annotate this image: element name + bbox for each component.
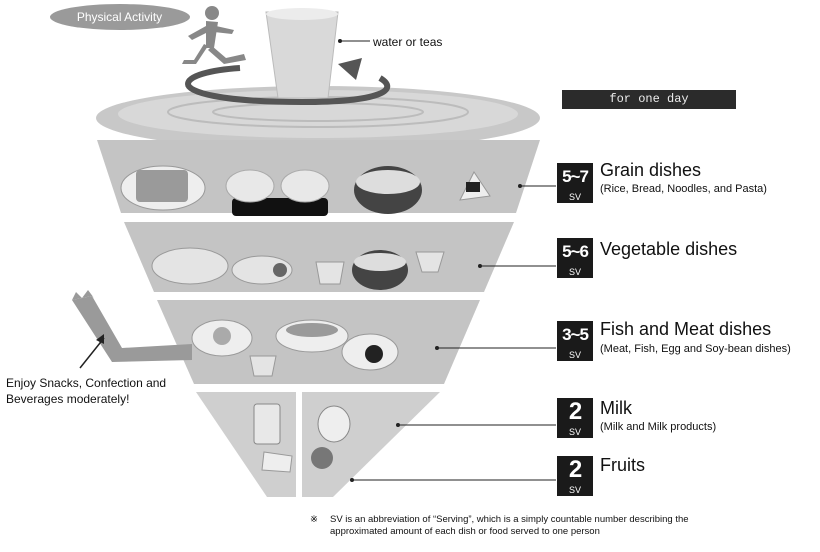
milk-detail: (Milk and Milk products) [600, 421, 716, 433]
fruits-servings-badge: 2 SV [557, 456, 593, 496]
water-label: water or teas [373, 35, 442, 49]
grain-servings-badge: 5~7 SV [557, 163, 593, 203]
fish-meat-servings-badge: 3~5 SV [557, 321, 593, 361]
fruits-band [302, 392, 440, 497]
vegetable-servings: 5~6 [557, 239, 593, 265]
grain-title: Grain dishes [600, 160, 701, 181]
milk-title: Milk [600, 398, 632, 419]
for-one-day-badge: for one day [562, 90, 736, 109]
milk-sv-unit: SV [557, 427, 593, 437]
milk-band [196, 392, 296, 497]
fish-meat-servings: 3~5 [557, 322, 593, 348]
footnote-mark: ※ [310, 514, 318, 526]
milk-servings: 2 [557, 399, 593, 425]
fruits-sv-unit: SV [557, 485, 593, 495]
fish-meat-sv-unit: SV [557, 350, 593, 360]
water-glass-icon [266, 12, 338, 98]
vegetable-title: Vegetable dishes [600, 239, 737, 260]
grain-servings: 5~7 [557, 164, 593, 190]
grain-detail: (Rice, Bread, Noodles, and Pasta) [600, 183, 767, 195]
milk-servings-badge: 2 SV [557, 398, 593, 438]
fruits-servings: 2 [557, 457, 593, 483]
fruits-title: Fruits [600, 455, 645, 476]
vegetable-sv-unit: SV [557, 267, 593, 277]
fish-meat-title: Fish and Meat dishes [600, 319, 771, 340]
snacks-note: Enjoy Snacks, Confection and Beverages m… [6, 375, 206, 407]
runner-icon [182, 6, 246, 64]
snack-arrow [80, 338, 104, 368]
vegetable-servings-badge: 5~6 SV [557, 238, 593, 278]
footnote-text: SV is an abbreviation of “Serving”, whic… [330, 514, 690, 538]
grain-sv-unit: SV [557, 192, 593, 202]
physical-activity-label: Physical Activity [52, 5, 187, 29]
fish-meat-detail: (Meat, Fish, Egg and Soy-bean dishes) [600, 343, 791, 355]
